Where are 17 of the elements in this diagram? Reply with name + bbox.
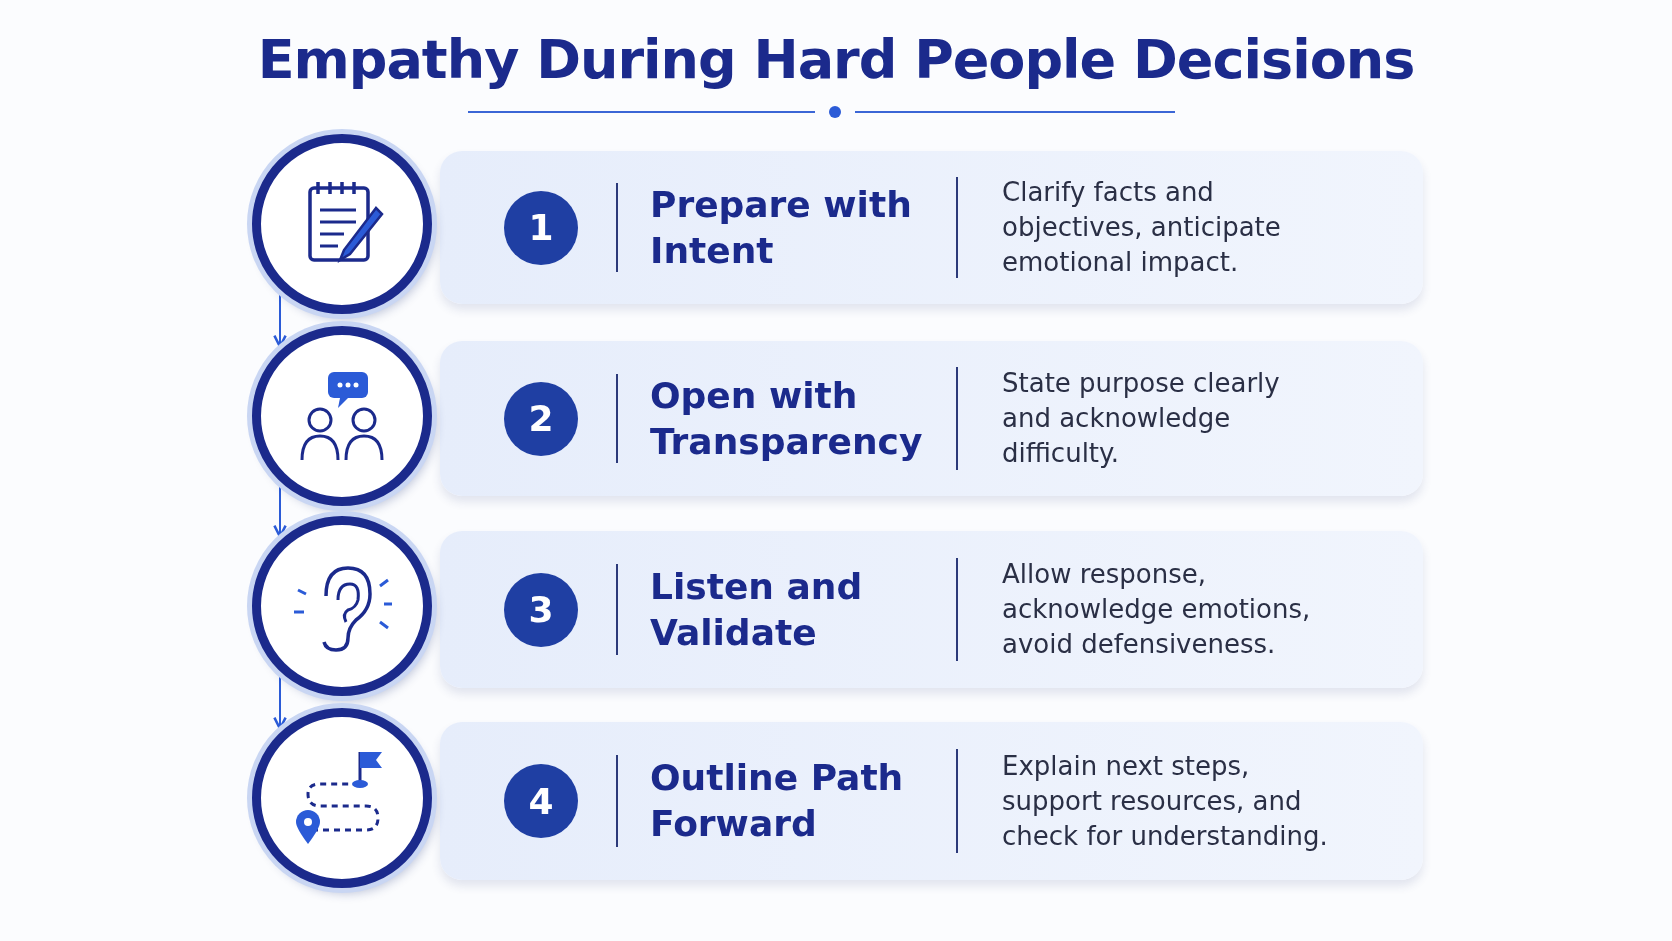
step-title: Open with Transparency (650, 373, 920, 464)
step-description: Clarify facts and objectives, anticipate emotional impact. (1002, 176, 1282, 279)
step-description: Allow response, acknowledge emotions, avoid defensiveness. (1002, 558, 1312, 661)
step-card (440, 341, 1423, 496)
number-badge: 1 (504, 190, 578, 265)
number-badge: 2 (504, 381, 578, 456)
step-card (440, 722, 1423, 880)
step-title: Listen and Validate (650, 564, 864, 655)
step-description: Explain next steps, support resources, and check for understanding. (1002, 749, 1329, 853)
number-badge: 4 (504, 764, 578, 838)
number-badge: 3 (504, 572, 578, 647)
title: Empathy During Hard People Decisions (256, 28, 1416, 91)
step-card (440, 531, 1423, 688)
step-title: Prepare with Intent (650, 182, 913, 273)
step-card (440, 151, 1423, 304)
step-description: State purpose clearly and acknowledge difficulty. (1002, 367, 1281, 470)
step-title: Outline Path Forward (650, 756, 905, 846)
